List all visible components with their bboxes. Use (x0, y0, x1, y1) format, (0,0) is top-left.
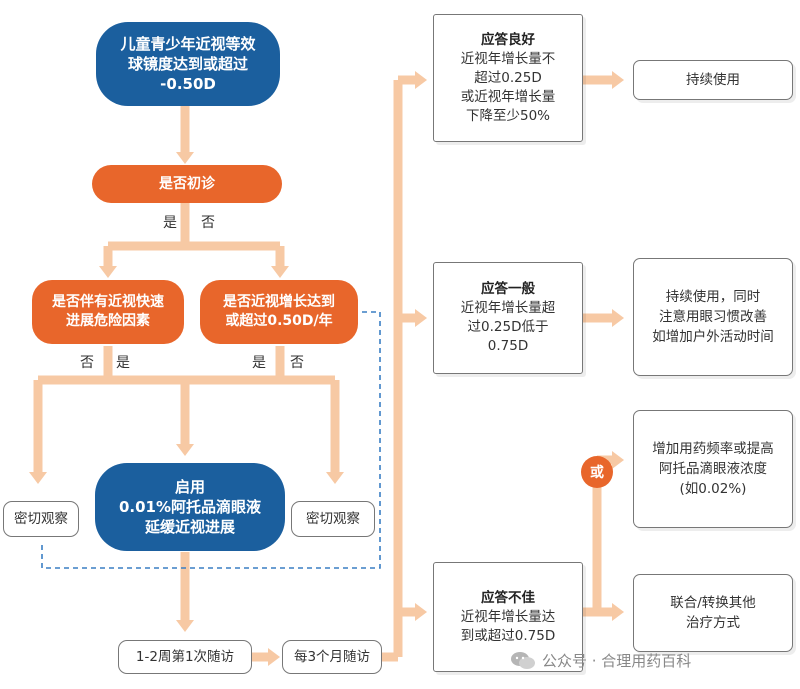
outcome-combine-line-1: 联合/转换其他 (670, 595, 756, 611)
watermark-text: 公众号 · 合理用药百科 (542, 652, 692, 670)
watermark: 公众号 · 合理用药百科 (510, 650, 691, 671)
arrowhead (415, 71, 427, 89)
arrowhead (99, 266, 117, 278)
outcome-improve-line-2: 注意用眼习惯改善 (659, 309, 767, 325)
response-good-line-1: 近视年增长量不 (460, 50, 556, 67)
response-good-box: 应答良好 近视年增长量不 超过0.25D 或近视年增长量 下降至少50% (433, 14, 583, 142)
response-fair-box: 应答一般 近视年增长量超 过0.25D低于 0.75D (433, 262, 583, 374)
treatment-line-2: 0.01%阿托品滴眼液 (118, 498, 262, 516)
start-line-1: 儿童青少年近视等效 (120, 35, 256, 53)
arrowhead (415, 309, 427, 327)
label-growth-no: 否 (290, 355, 304, 371)
response-good-line-2: 超过0.25D (474, 69, 542, 86)
response-poor-line-1: 近视年增长量达 (460, 608, 556, 625)
outcome-increase-line-2: 阿托品滴眼液浓度 (659, 461, 767, 477)
outcome-combine-line-2: 治疗方式 (686, 615, 740, 631)
start-node: 儿童青少年近视等效 球镜度达到或超过 -0.50D (96, 22, 280, 106)
response-poor-title: 应答不佳 (481, 589, 535, 606)
observe-left-label: 密切观察 (14, 510, 68, 527)
response-good-line-3: 或近视年增长量 (460, 88, 556, 105)
arrowhead (326, 472, 344, 484)
arrowhead (29, 472, 47, 484)
treatment-line-3: 延缓近视进展 (144, 518, 235, 536)
response-fair-title: 应答一般 (481, 281, 535, 297)
treatment-node: 启用 0.01%阿托品滴眼液 延缓近视进展 (95, 463, 285, 551)
start-line-2: 球镜度达到或超过 (127, 55, 248, 73)
wechat-icon (511, 651, 535, 669)
arrowhead (612, 451, 624, 469)
response-poor-box: 应答不佳 近视年增长量达 到或超过0.75D (433, 562, 583, 672)
observe-right-node: 密切观察 (291, 501, 375, 537)
arrowhead (176, 444, 194, 456)
label-first-yes: 是 (163, 215, 177, 231)
or-label: 或 (590, 465, 604, 481)
outcome-increase-line-1: 增加用药频率或提高 (652, 441, 774, 457)
response-fair-line-1: 近视年增长量超 (460, 300, 556, 316)
arrowhead (176, 620, 194, 632)
label-risk-no: 否 (80, 355, 94, 371)
start-line-3: -0.50D (160, 75, 216, 93)
arrowhead (612, 71, 624, 89)
response-poor-line-2: 到或超过0.75D (460, 627, 556, 644)
arrowhead (415, 603, 427, 621)
response-good-title: 应答良好 (481, 31, 535, 48)
response-fair-line-3: 0.75D (487, 338, 529, 354)
outcome-increase-line-3: (如0.02%) (679, 481, 747, 497)
label-first-no: 否 (201, 215, 215, 231)
label-growth-yes: 是 (252, 355, 266, 371)
arrowhead (176, 152, 194, 164)
followup-1-label: 1-2周第1次随访 (135, 648, 235, 665)
outcome-improve-line-3: 如增加户外活动时间 (652, 329, 774, 345)
growth-check-node: 是否近视增长达到 或超过0.50D/年 (200, 280, 358, 344)
followup-1-node: 1-2周第1次随访 (118, 640, 252, 674)
arrowhead (271, 266, 289, 278)
or-circle: 或 (581, 456, 613, 488)
first-visit-label: 是否初诊 (159, 175, 215, 192)
treatment-line-1: 启用 (174, 478, 205, 496)
response-good-line-4: 下降至少50% (465, 107, 550, 124)
growth-line-2: 或超过0.50D/年 (225, 313, 333, 329)
outcome-continue-box: 持续使用 (633, 60, 793, 100)
arrowhead (612, 603, 624, 621)
risk-line-2: 进展危险因素 (66, 313, 150, 329)
observe-left-node: 密切观察 (3, 501, 79, 537)
outcome-continue-improve-box: 持续使用，同时 注意用眼习惯改善 如增加户外活动时间 (633, 258, 793, 376)
response-fair-line-2: 过0.25D低于 (467, 319, 549, 335)
first-visit-node: 是否初诊 (92, 165, 282, 203)
outcome-improve-line-1: 持续使用，同时 (665, 289, 761, 305)
risk-factor-node: 是否伴有近视快速 进展危险因素 (32, 280, 184, 344)
outcome-continue-label: 持续使用 (686, 72, 740, 88)
arrowhead (268, 648, 280, 666)
arrowhead (612, 309, 624, 327)
risk-line-1: 是否伴有近视快速 (52, 294, 164, 310)
label-risk-yes: 是 (116, 355, 130, 371)
outcome-combine-box: 联合/转换其他 治疗方式 (633, 574, 793, 652)
followup-2-label: 每3个月随访 (293, 648, 371, 665)
outcome-increase-box: 增加用药频率或提高 阿托品滴眼液浓度 (如0.02%) (633, 410, 793, 528)
growth-line-1: 是否近视增长达到 (223, 294, 335, 310)
observe-right-label: 密切观察 (306, 510, 360, 527)
dashed-feedback-loop (41, 311, 381, 569)
followup-2-node: 每3个月随访 (282, 640, 382, 674)
